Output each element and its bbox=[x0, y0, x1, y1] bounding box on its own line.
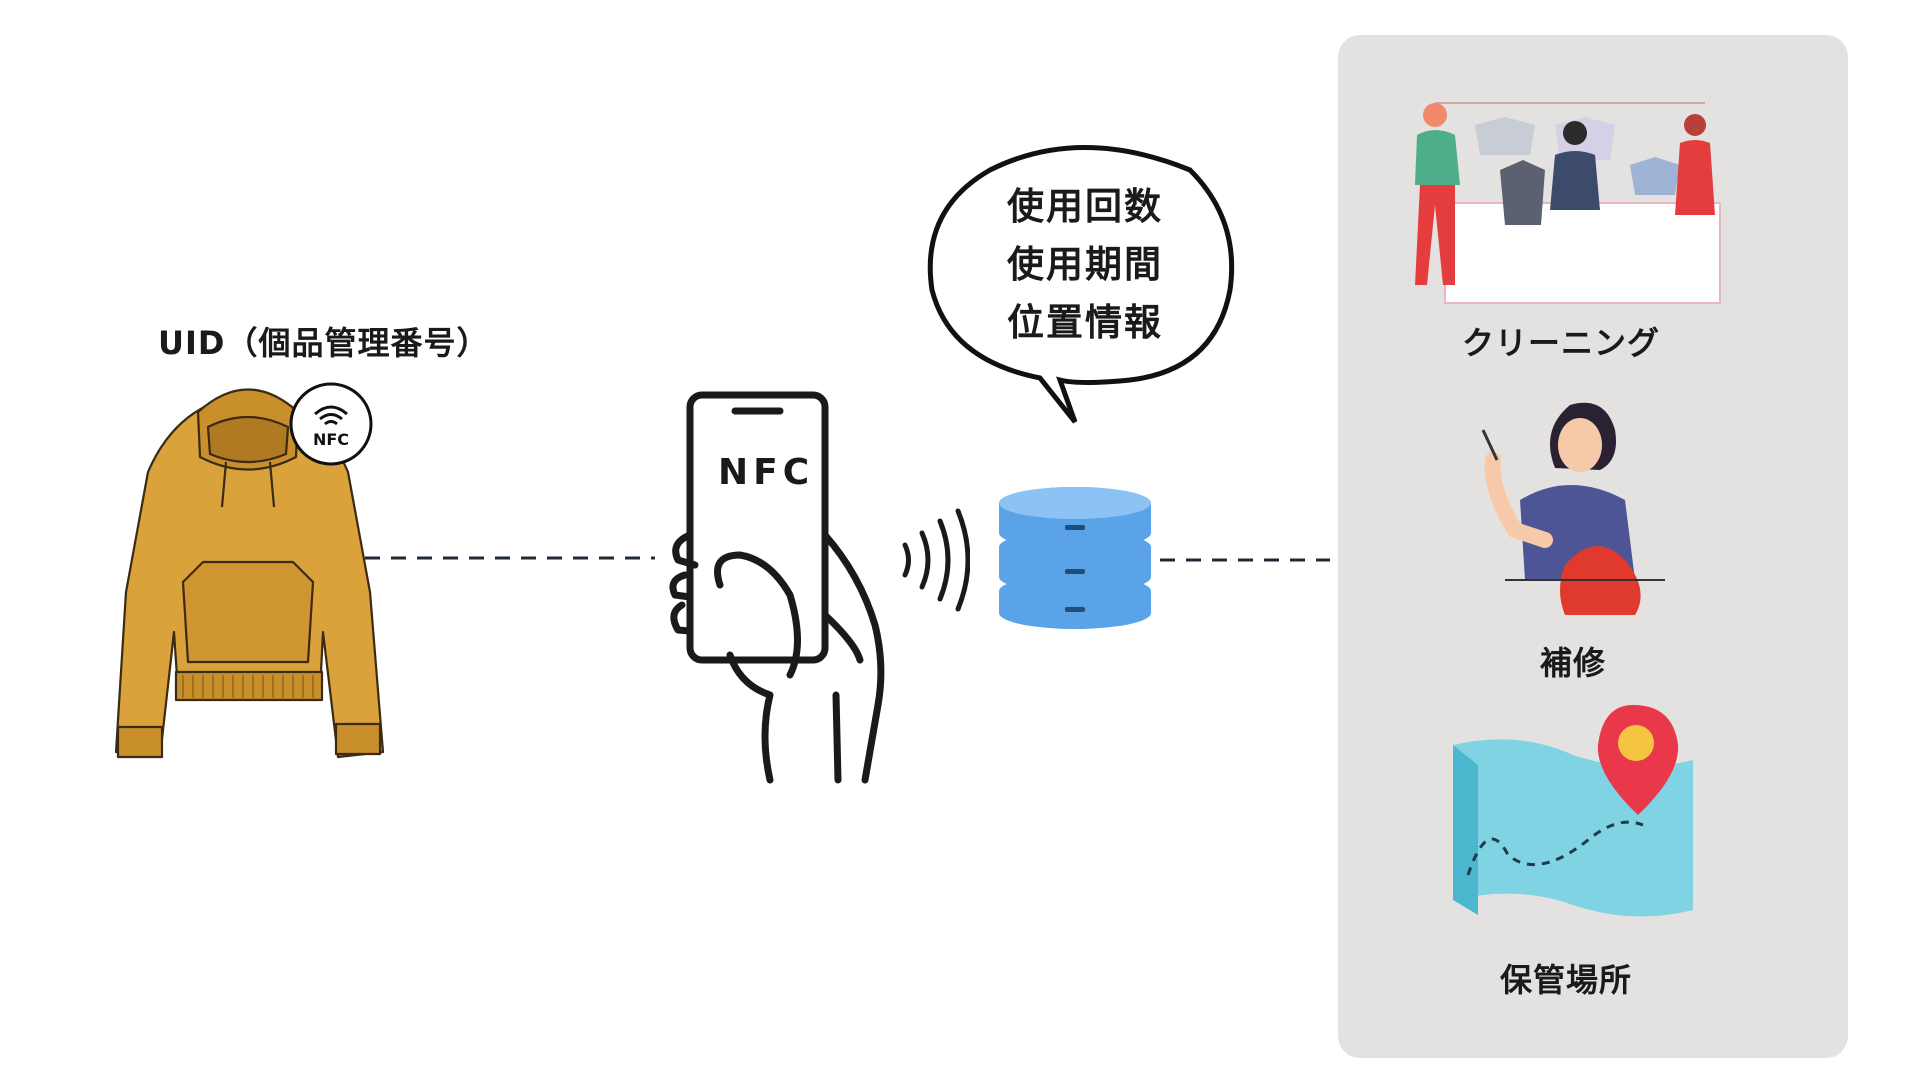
bubble-text: 使用回数 使用期間 位置情報 bbox=[990, 178, 1180, 352]
service-label-cleaning: クリーニング bbox=[1462, 324, 1661, 362]
hoodie-icon: NFC bbox=[114, 382, 385, 759]
nfc-badge-label: NFC bbox=[313, 430, 349, 449]
connector-line-right bbox=[1160, 558, 1330, 562]
bubble-line-usage-count: 使用回数 bbox=[1007, 185, 1163, 228]
sewing-woman-icon bbox=[1481, 402, 1665, 615]
map-pin-icon bbox=[1453, 705, 1693, 917]
bubble-line-usage-period: 使用期間 bbox=[1007, 243, 1163, 286]
nfc-signal-waves-icon bbox=[902, 508, 970, 612]
database-icon bbox=[999, 487, 1151, 629]
phone-screen-text: NFC bbox=[718, 452, 815, 493]
uid-label: UID（個品管理番号） bbox=[158, 324, 490, 362]
bubble-line-location: 位置情報 bbox=[1007, 301, 1163, 344]
smartphone-hand-icon bbox=[669, 391, 885, 784]
connector-line-left bbox=[365, 556, 655, 560]
dry-cleaning-shop-icon bbox=[1415, 102, 1721, 304]
service-label-repair: 補修 bbox=[1540, 644, 1607, 682]
speech-bubble bbox=[927, 145, 1235, 424]
service-label-storage: 保管場所 bbox=[1500, 961, 1633, 999]
